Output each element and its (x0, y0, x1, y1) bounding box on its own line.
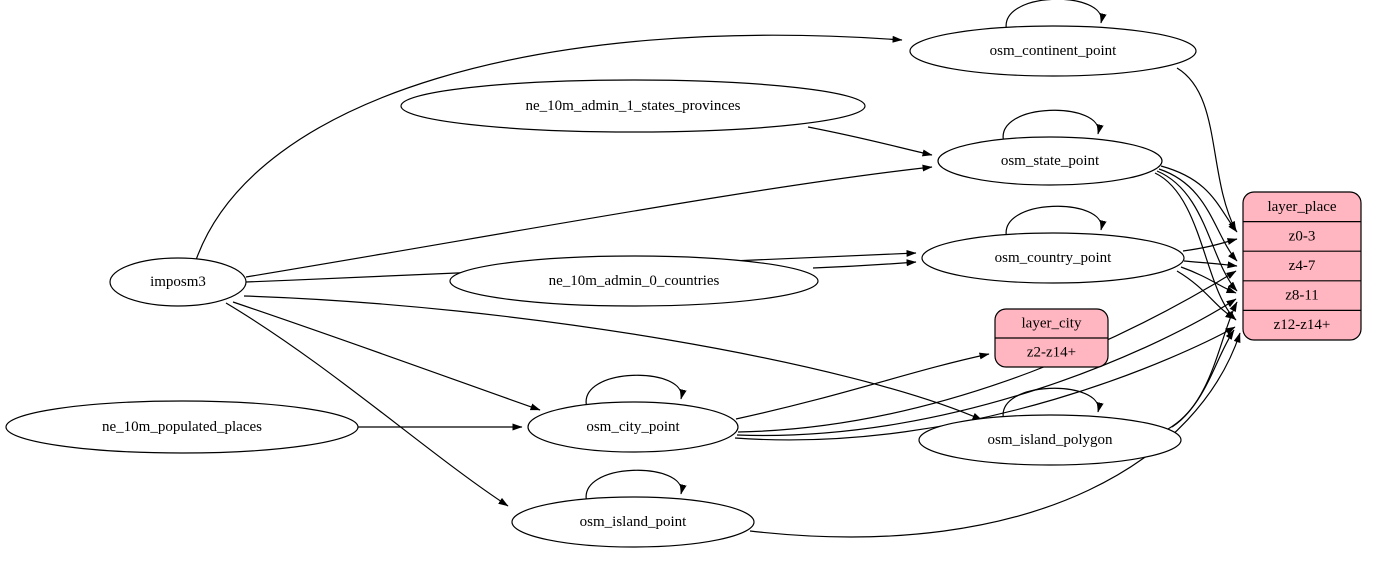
edge-osm_country_point-layer_place-z4-7 (1183, 260, 1238, 269)
layer_place-record (1242, 191, 1362, 341)
ne_10m_admin_0_countries-ellipse (449, 255, 819, 307)
edge-osm_continent_point-osm_continent_point (1005, 0, 1107, 33)
edge-osm_island_polygon-osm_island_polygon (1002, 387, 1104, 422)
edge-osm_city_point-layer_place-z4-7 (737, 270, 1237, 433)
edges-layer (195, 0, 1241, 538)
edge-osm_country_point-layer_place-z12-z14+ (1176, 270, 1236, 320)
node-ne_10m_populated_places: ne_10m_populated_places (5, 400, 359, 454)
edge-osm_state_point-layer_place-z0-3 (1160, 165, 1238, 233)
osm_state_point-ellipse (937, 136, 1163, 186)
node-label: imposm3 (150, 274, 206, 290)
node-osm_island_point: osm_island_point (511, 496, 755, 548)
ne_10m_admin_1_states_provinces-ellipse (400, 79, 866, 133)
record-row-z12-z14+: z12-z14+ (1274, 317, 1331, 333)
node-label: osm_city_point (586, 419, 680, 435)
imposm3-ellipse (109, 257, 247, 307)
node-osm_continent_point: osm_continent_point (909, 25, 1197, 77)
record-row-z8-11: z8-11 (1285, 288, 1319, 304)
ne_10m_populated_places-ellipse (5, 400, 359, 454)
node-osm_city_point: osm_city_point (527, 401, 739, 453)
edge-ne_10m_admin_0_countries-osm_country_point (812, 259, 917, 269)
record-row-z0-3: z0-3 (1289, 228, 1316, 244)
edge-osm_country_point-layer_place-z0-3 (1182, 238, 1238, 252)
edge-osm_city_point-osm_city_point (585, 374, 687, 409)
edge-osm_country_point-osm_country_point (1005, 205, 1107, 240)
nodes-layer: imposm3 ne_10m_admin_1_states_provincesne… (5, 25, 1362, 548)
edge-osm_island_polygon-layer_place-z12-z14+ (1167, 329, 1235, 430)
node-label: osm_country_point (995, 250, 1112, 266)
node-layer_city: layer_city z2-z14+ (994, 308, 1109, 368)
record-header: layer_place (1267, 199, 1336, 215)
node-label: osm_island_point (580, 514, 688, 530)
node-osm_country_point: osm_country_point (921, 232, 1185, 284)
node-imposm3: imposm3 (109, 257, 247, 307)
node-layer_place: layer_place z0-3 z4-7 z8-11 z12-z14+ (1242, 191, 1362, 341)
edge-ne_10m_admin_1_states_provinces-osm_state_point (807, 126, 933, 157)
node-label: osm_state_point (1001, 153, 1100, 169)
node-label: osm_continent_point (990, 43, 1117, 59)
record-row-z2-z14+: z2-z14+ (1027, 345, 1076, 361)
record-header: layer_city (1022, 316, 1082, 332)
edge-osm_state_point-osm_state_point (1002, 109, 1104, 144)
edge-imposm3-osm_island_point (225, 302, 509, 507)
node-ne_10m_admin_1_states_provinces: ne_10m_admin_1_states_provinces (400, 79, 866, 133)
edge-imposm3-osm_island_polygon (243, 295, 983, 421)
node-label: ne_10m_admin_1_states_provinces (526, 98, 741, 114)
edge-osm_state_point-layer_place-z4-7 (1158, 168, 1238, 262)
node-label: ne_10m_populated_places (102, 419, 262, 435)
osm_island_polygon-ellipse (918, 414, 1182, 466)
edge-osm_state_point-layer_place-z12-z14+ (1154, 172, 1237, 321)
edge-osm_city_point-layer_place-z8-11 (736, 298, 1237, 437)
edge-imposm3-osm_state_point (245, 164, 933, 278)
node-osm_state_point: osm_state_point (937, 136, 1163, 186)
edge-osm_city_point-layer_city-z2-z14+ (735, 352, 990, 420)
edge-osm_city_point-layer_place-z12-z14+ (734, 326, 1236, 441)
edge-imposm3-osm_city_point (232, 301, 541, 411)
edge-osm_country_point-layer_place-z8-11 (1180, 266, 1237, 294)
edge-osm_continent_point-layer_place-z0-3 (1176, 67, 1237, 232)
edge-osm_island_point-layer_place-z12-z14+ (749, 332, 1241, 538)
edge-imposm3-osm_continent_point (195, 34, 903, 261)
record-row-z4-7: z4-7 (1289, 258, 1316, 274)
osm_city_point-ellipse (527, 401, 739, 453)
osm_country_point-ellipse (921, 232, 1185, 284)
edge-osm_island_point-osm_island_point (585, 469, 687, 504)
node-label: osm_island_polygon (987, 432, 1113, 448)
edge-osm_state_point-layer_place-z8-11 (1156, 170, 1238, 292)
osm_continent_point-ellipse (909, 25, 1197, 77)
osm_island_point-ellipse (511, 496, 755, 548)
node-ne_10m_admin_0_countries: ne_10m_admin_0_countries (449, 255, 819, 307)
node-osm_island_polygon: osm_island_polygon (918, 414, 1182, 466)
node-label: ne_10m_admin_0_countries (549, 273, 720, 289)
